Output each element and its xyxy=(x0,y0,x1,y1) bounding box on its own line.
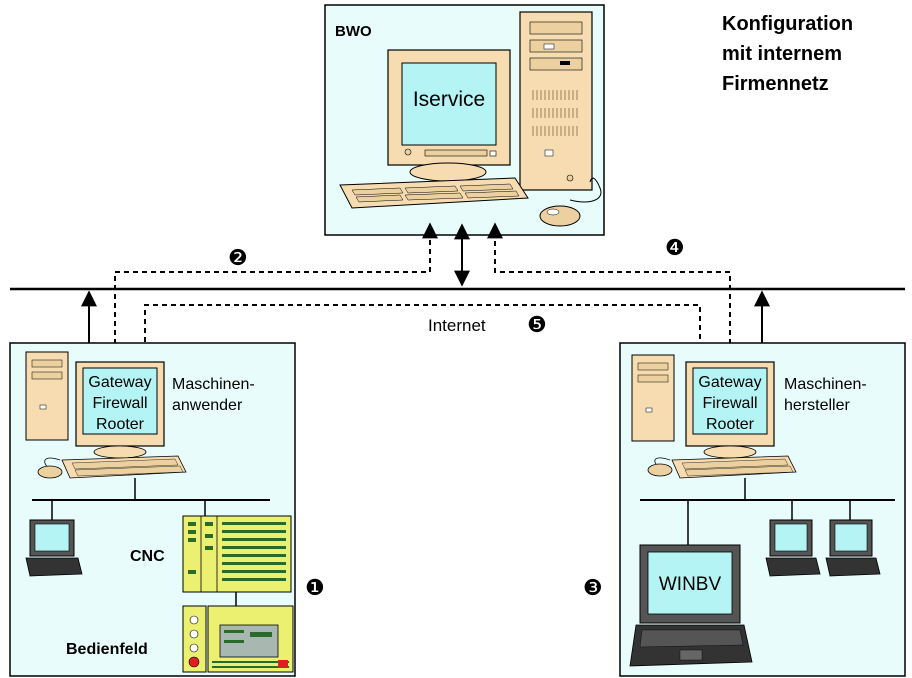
connection-5-dashed xyxy=(137,304,708,362)
control-panel-label: Bedienfeld xyxy=(66,641,148,658)
right-screen-line-2: Firewall xyxy=(702,395,757,412)
bwo-screen-text: Iservice xyxy=(413,88,485,111)
connection-2-dashed xyxy=(114,222,438,362)
internet-label: Internet xyxy=(428,316,486,335)
marker-1: ❶ xyxy=(305,576,325,601)
right-screen-line-3: Rooter xyxy=(706,416,755,433)
right-screen-line-1: Gateway xyxy=(698,374,761,391)
marker-4: ❹ xyxy=(665,236,685,261)
right-site-label-1: Maschinen- xyxy=(784,376,867,393)
winbv-label: WINBV xyxy=(659,574,722,595)
marker-3: ❸ xyxy=(583,576,603,601)
bwo-tower xyxy=(519,11,593,191)
right-laptop-2 xyxy=(825,519,881,577)
cnc-unit xyxy=(182,515,292,593)
bwo-monitor: Iservice xyxy=(387,49,511,182)
right-monitor: Gateway Firewall Rooter xyxy=(685,361,775,459)
right-site-panel: Gateway Firewall Rooter Maschinen- herst… xyxy=(619,342,906,677)
left-tower xyxy=(25,351,69,441)
left-screen-line-3: Rooter xyxy=(96,416,145,433)
winbv-laptop: WINBV xyxy=(629,544,753,667)
right-laptop-1 xyxy=(765,519,821,577)
left-screen-line-1: Gateway xyxy=(88,374,151,391)
marker-2: ❷ xyxy=(228,246,248,271)
right-mouse xyxy=(647,457,673,477)
title-line-2: mit internem xyxy=(722,43,842,65)
left-keyboard xyxy=(61,455,187,479)
left-site-label-1: Maschinen- xyxy=(172,376,255,393)
cnc-label: CNC xyxy=(130,548,165,565)
left-site-label-2: anwender xyxy=(172,397,243,414)
left-laptop xyxy=(25,519,83,577)
right-site-label-2: hersteller xyxy=(784,397,850,414)
left-mouse xyxy=(37,457,63,479)
title-line-3: Firmennetz xyxy=(722,73,829,95)
control-panel xyxy=(182,605,294,673)
bwo-keyboard xyxy=(339,177,529,209)
diagram-title: Konfiguration mit internem Firmennetz xyxy=(722,13,853,95)
left-site-panel: Gateway Firewall Rooter Maschinen- anwen… xyxy=(9,342,296,677)
left-monitor: Gateway Firewall Rooter xyxy=(75,361,165,459)
right-keyboard xyxy=(671,455,797,479)
marker-5: ❺ xyxy=(527,313,547,338)
bwo-panel: BWO Iservice xyxy=(324,4,605,236)
bwo-mouse xyxy=(539,177,602,227)
right-tower xyxy=(631,354,675,442)
title-line-1: Konfiguration xyxy=(722,13,853,35)
left-screen-line-2: Firewall xyxy=(92,395,147,412)
connection-4-dashed xyxy=(487,222,731,362)
bwo-label: BWO xyxy=(335,23,372,40)
